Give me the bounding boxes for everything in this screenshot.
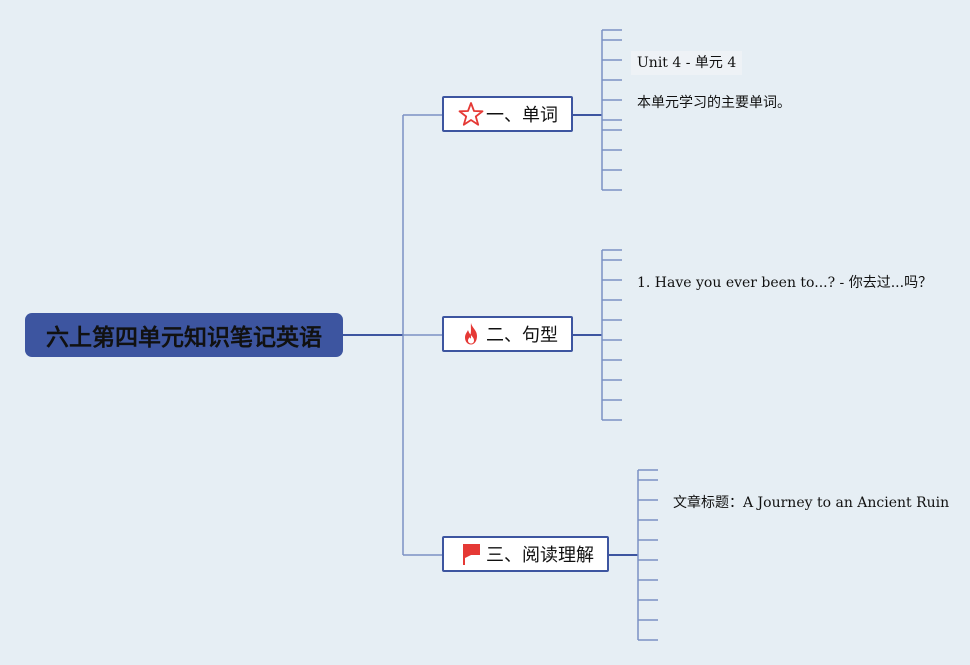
note-sentence-1[interactable]: 1. Have you ever been to...? - 你去过...吗？ xyxy=(637,275,933,291)
note-article-title[interactable]: 文章标题：A Journey to an Ancient Ruin xyxy=(673,495,950,511)
note-unit-title[interactable]: Unit 4 - 单元 4 xyxy=(631,51,743,75)
branch-sentences[interactable]: 二、句型 xyxy=(442,316,573,352)
fire-icon xyxy=(458,321,484,347)
branch-reading[interactable]: 三、阅读理解 xyxy=(442,536,609,572)
flag-icon xyxy=(458,541,484,567)
root-topic-label: 六上第四单元知识笔记英语 xyxy=(46,325,322,351)
note-words-desc[interactable]: 本单元学习的主要单词。 xyxy=(637,95,791,111)
branch1-comb-ticks xyxy=(602,29,622,191)
branch3-comb-ticks xyxy=(638,469,658,641)
root-topic[interactable]: 六上第四单元知识笔记英语 xyxy=(25,313,343,357)
branch-sentences-label: 二、句型 xyxy=(486,325,558,346)
branch2-comb-ticks xyxy=(602,249,622,421)
branch-reading-label: 三、阅读理解 xyxy=(486,545,594,566)
star-icon xyxy=(458,101,484,127)
branch-words[interactable]: 一、单词 xyxy=(442,96,573,132)
branch-words-label: 一、单词 xyxy=(486,105,558,126)
